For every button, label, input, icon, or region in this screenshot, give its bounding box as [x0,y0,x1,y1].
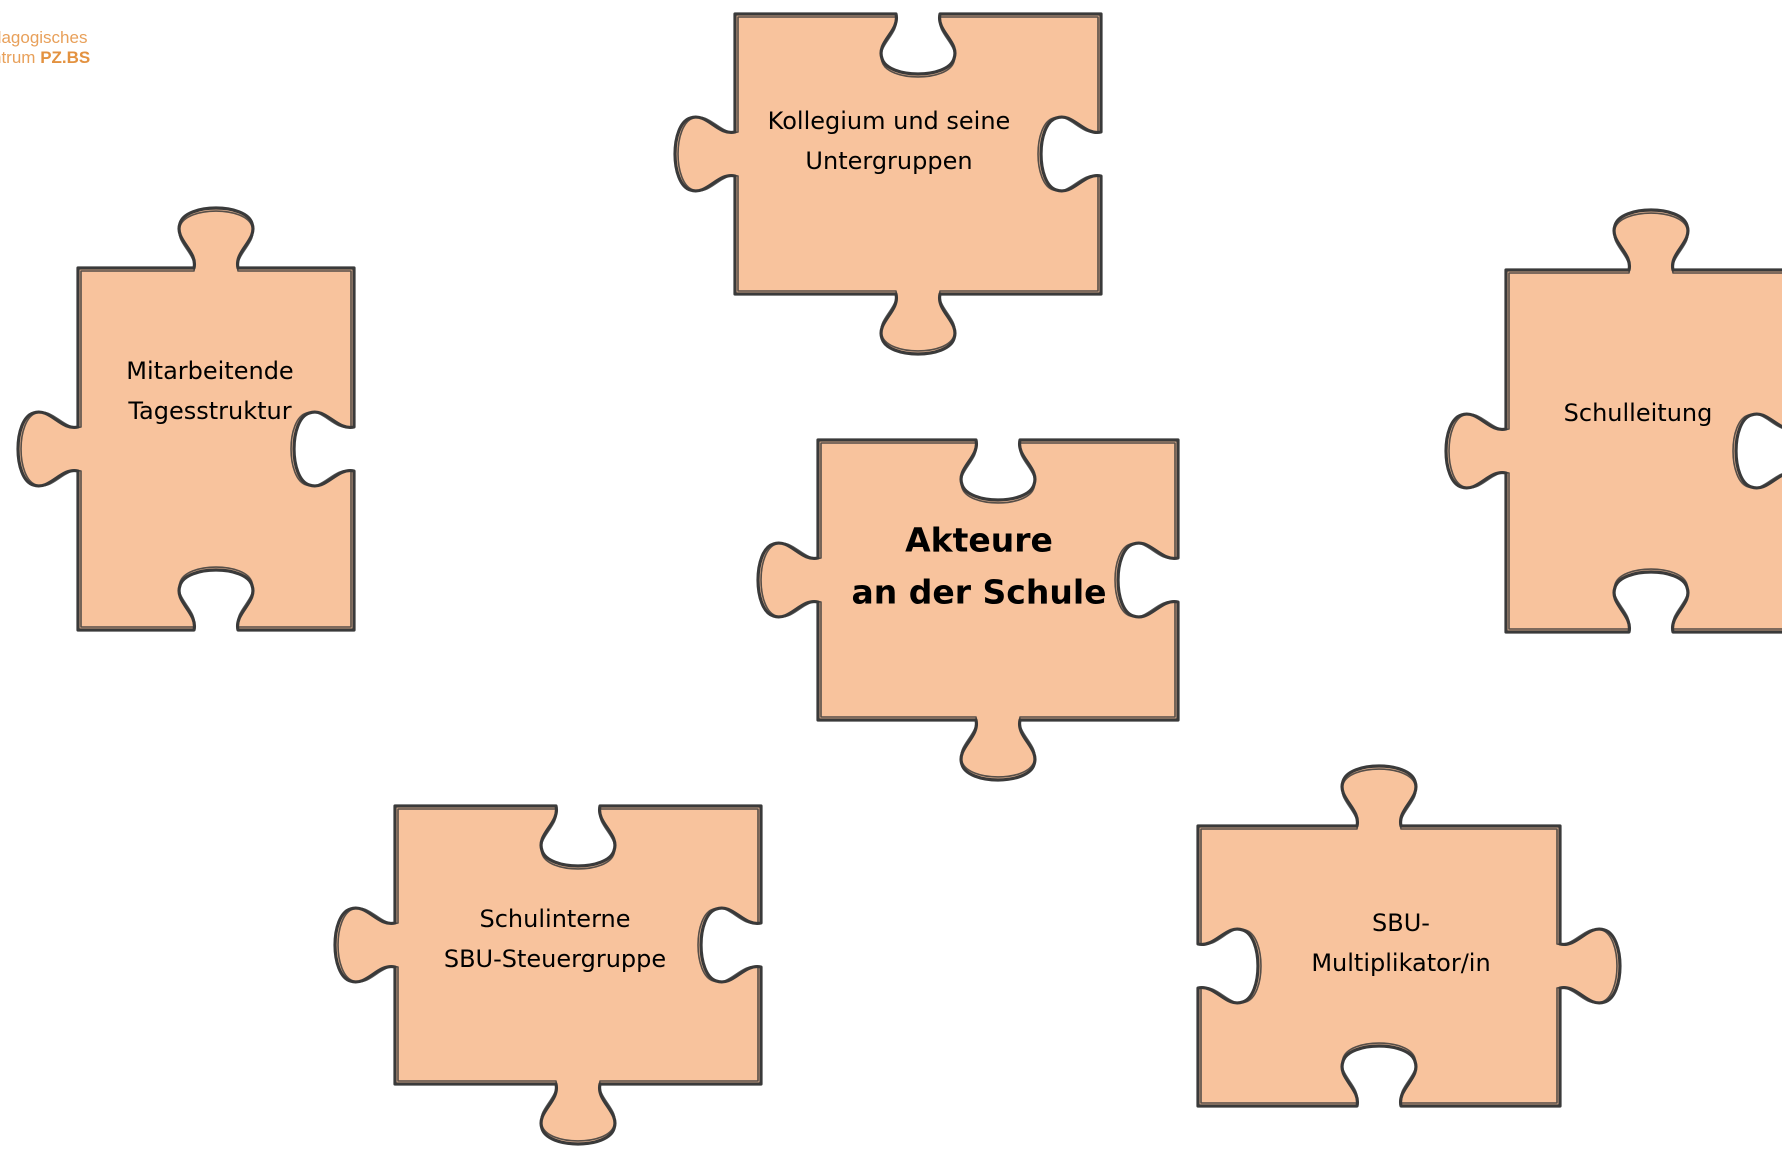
logo-line-2-prefix: ntrum [0,48,36,67]
puzzle-piece-outline [337,808,759,1142]
puzzle-piece-outline [1448,212,1782,630]
puzzle-piece-label: Tagesstruktur [127,397,291,425]
puzzle-piece-label: Schulleitung [1564,399,1713,427]
puzzle-piece-label: Kollegium und seine [768,107,1011,135]
puzzle-piece-right: Schulleitung [1444,208,1782,634]
puzzle-piece-label: Untergruppen [805,147,972,175]
puzzle-piece-bottom-right: SBU- Multiplikator/in [1196,764,1622,1108]
puzzle-piece-label: SBU-Steuergruppe [444,945,666,973]
puzzle-piece-outline [1200,768,1618,1104]
puzzle-piece-outline [760,442,1176,778]
puzzle-piece-shape [16,206,356,632]
puzzle-piece-label: SBU- [1372,909,1430,937]
logo: dagogisches ntrum PZ.BS [0,28,90,68]
puzzle-piece-shape [333,804,763,1146]
puzzle-piece-shape [673,12,1103,356]
puzzle-piece-label: an der Schule [851,573,1106,612]
puzzle-piece-label: Mitarbeitende [126,357,293,385]
puzzle-piece-outline [677,16,1099,352]
puzzle-piece-outline [20,210,352,628]
logo-line-2: ntrum PZ.BS [0,48,90,68]
puzzle-piece-center: Akteure an der Schule [756,438,1180,782]
logo-brand: PZ.BS [40,48,91,67]
puzzle-piece-label: Akteure [905,521,1053,560]
puzzle-piece-label: Schulinterne [480,905,631,933]
puzzle-piece-label: Multiplikator/in [1311,949,1490,977]
logo-line-1: dagogisches [0,28,88,47]
puzzle-piece-shape [1444,208,1782,634]
